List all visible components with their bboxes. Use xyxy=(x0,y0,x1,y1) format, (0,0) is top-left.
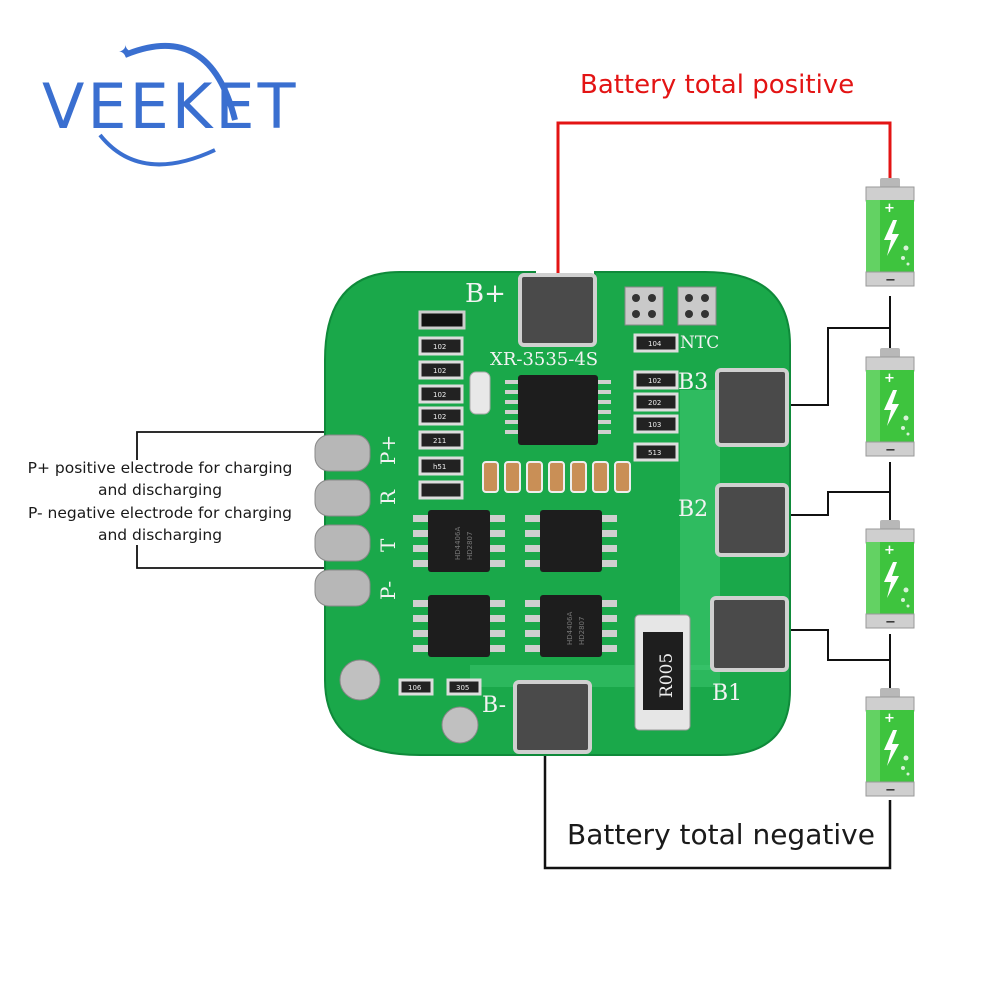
b3-pad xyxy=(715,368,789,447)
p-plus-description: P+ positive electrode for charging and d… xyxy=(10,457,310,501)
battery-minus-sign: − xyxy=(885,615,896,630)
mosfet-group xyxy=(413,510,617,657)
veeket-logo: veeket xyxy=(42,70,298,143)
balance-wires xyxy=(770,296,891,690)
lightning-bolt-icon xyxy=(884,562,899,598)
shunt-resistor-label: R005 xyxy=(657,653,677,698)
p-minus-description-line2: and discharging xyxy=(97,526,223,544)
resistor-code: 102 xyxy=(433,367,446,375)
logo-text: veeket xyxy=(42,70,299,143)
battery-minus-sign: − xyxy=(885,273,896,288)
resistor-code: 102 xyxy=(433,343,446,351)
battery-minus-sign: − xyxy=(885,443,896,458)
capacitor-row xyxy=(482,461,631,493)
p-plus-description-line2: and discharging xyxy=(97,481,223,499)
b-plus-label: B+ xyxy=(465,279,506,309)
resistor-code: 106 xyxy=(408,684,422,692)
b-minus-label: B- xyxy=(482,693,506,718)
smd-resistors xyxy=(398,310,679,696)
battery-plus-sign: + xyxy=(884,543,895,558)
resistor-code: 104 xyxy=(648,340,662,348)
resistor-code: 211 xyxy=(433,437,446,445)
resistor-code: 202 xyxy=(648,399,661,407)
b2-pad xyxy=(715,483,789,557)
battery-minus-sign: − xyxy=(885,783,896,798)
mounting-hole xyxy=(441,706,479,744)
battery-cell: +− xyxy=(865,688,915,798)
battery-cell: +− xyxy=(865,348,915,458)
resistor-code: 305 xyxy=(456,684,469,692)
resistor-code: 102 xyxy=(433,413,446,421)
p-minus-description-line1: P- negative electrode for charging xyxy=(27,504,293,522)
b-minus-pad xyxy=(513,680,592,754)
t-pin-label: T xyxy=(376,538,400,552)
b1-pad xyxy=(710,596,789,672)
resistor-code: 102 xyxy=(648,377,661,385)
resistor-code: h51 xyxy=(433,463,446,471)
ntc-label: NTC xyxy=(680,333,719,353)
r-pin-label: R xyxy=(376,489,400,505)
resistor-code: 513 xyxy=(648,449,661,457)
battery-plus-sign: + xyxy=(884,201,895,216)
p-terminal-callout xyxy=(136,431,340,569)
mosfet-code: HD2807 xyxy=(578,617,586,645)
b-plus-pad xyxy=(518,273,597,347)
resistor-code: 103 xyxy=(648,421,661,429)
battery-total-negative-label: Battery total negative xyxy=(567,818,875,851)
b2-label: B2 xyxy=(678,497,708,522)
positive-wire xyxy=(556,121,892,285)
p-plus-pin-label: P+ xyxy=(376,435,400,465)
p-minus-pin-label: P- xyxy=(376,581,400,600)
p-plus-description-line1: P+ positive electrode for charging xyxy=(27,459,293,477)
resistor-code: 102 xyxy=(433,391,446,399)
negative-wire xyxy=(543,720,892,870)
battery-cell: +− xyxy=(865,520,915,630)
battery-plus-sign: + xyxy=(884,371,895,386)
ntc-pads xyxy=(624,286,717,326)
mosfet-code: HD4406A xyxy=(566,612,574,645)
p-minus-description: P- negative electrode for charging and d… xyxy=(10,502,310,546)
battery-stack: +−+−+−+− xyxy=(865,178,915,798)
battery-total-positive-label: Battery total positive xyxy=(580,70,855,100)
lightning-bolt-icon xyxy=(884,390,899,426)
lightning-bolt-icon xyxy=(884,730,899,766)
mosfet-code: HD2807 xyxy=(466,532,474,560)
b1-label: B1 xyxy=(712,681,742,706)
mounting-hole xyxy=(339,659,381,701)
board-model-label: XR-3535-4S xyxy=(490,349,598,370)
battery-cell: +− xyxy=(865,178,915,288)
control-ic xyxy=(505,375,611,445)
p-terminal-pads xyxy=(314,434,371,607)
lightning-bolt-icon xyxy=(884,220,899,256)
battery-plus-sign: + xyxy=(884,711,895,726)
mosfet-code: HD4406A xyxy=(454,527,462,560)
svg-text:✦: ✦ xyxy=(118,42,133,63)
b3-label: B3 xyxy=(678,370,708,395)
shunt-resistor xyxy=(634,614,691,731)
